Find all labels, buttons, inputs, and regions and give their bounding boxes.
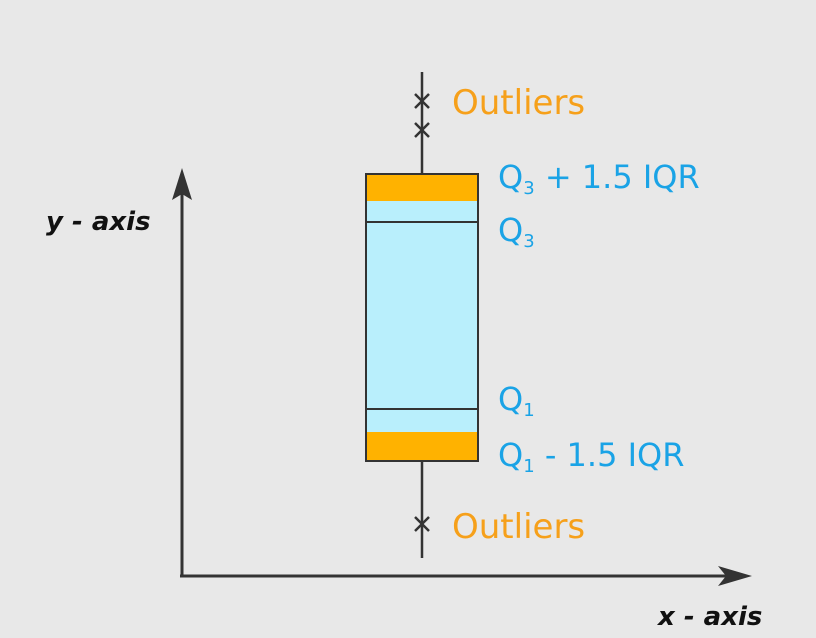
- outlier-marker-1: [414, 93, 430, 109]
- y-axis-arrow-icon: [172, 168, 192, 200]
- lower-fence-band: [366, 432, 478, 461]
- y-axis-label: y - axis: [46, 207, 151, 237]
- interquartile-box: [365, 173, 479, 462]
- q1-label: Q1: [498, 380, 535, 421]
- outlier-marker-2: [414, 122, 430, 138]
- outliers-bottom-label: Outliers: [452, 507, 585, 547]
- outlier-marker-3: [414, 516, 430, 532]
- box-outline: [365, 173, 479, 462]
- q3-label: Q3: [498, 211, 535, 252]
- outliers-top-label: Outliers: [452, 83, 585, 123]
- q1-lower-fence-label: Q1 - 1.5 IQR: [498, 436, 684, 477]
- x-axis-label: x - axis: [656, 602, 762, 632]
- q3-upper-fence-label: Q3 + 1.5 IQR: [498, 158, 700, 199]
- upper-fence-band: [366, 174, 478, 201]
- x-axis-arrow-icon: [718, 566, 752, 586]
